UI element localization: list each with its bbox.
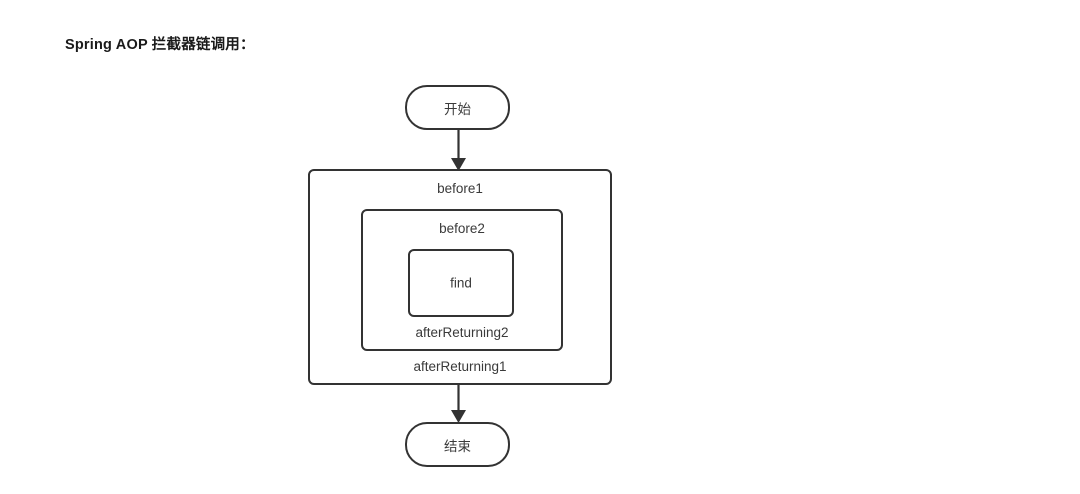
flow-node-end-label: 结束 <box>444 438 471 454</box>
flow-node-end: 结束 <box>405 422 510 467</box>
target-method-box: find <box>408 249 514 317</box>
arrow-afterreturning1-to-end <box>451 383 466 423</box>
interceptor-box-outer: before1 before2 find afterReturning2 aft… <box>308 169 612 385</box>
flow-node-start-label: 开始 <box>444 101 471 117</box>
interceptor-box-middle: before2 find afterReturning2 <box>361 209 563 351</box>
target-method-label-find: find <box>450 275 472 291</box>
interceptor-label-afterreturning1: afterReturning1 <box>413 359 507 374</box>
arrow-start-to-before1 <box>451 128 466 171</box>
interceptor-label-before2: before2 <box>439 221 485 236</box>
flow-node-start: 开始 <box>405 85 510 130</box>
interceptor-label-before1: before1 <box>437 181 483 196</box>
interceptor-label-afterreturning2: afterReturning2 <box>415 325 509 340</box>
page-title: Spring AOP 拦截器链调用： <box>65 37 255 53</box>
